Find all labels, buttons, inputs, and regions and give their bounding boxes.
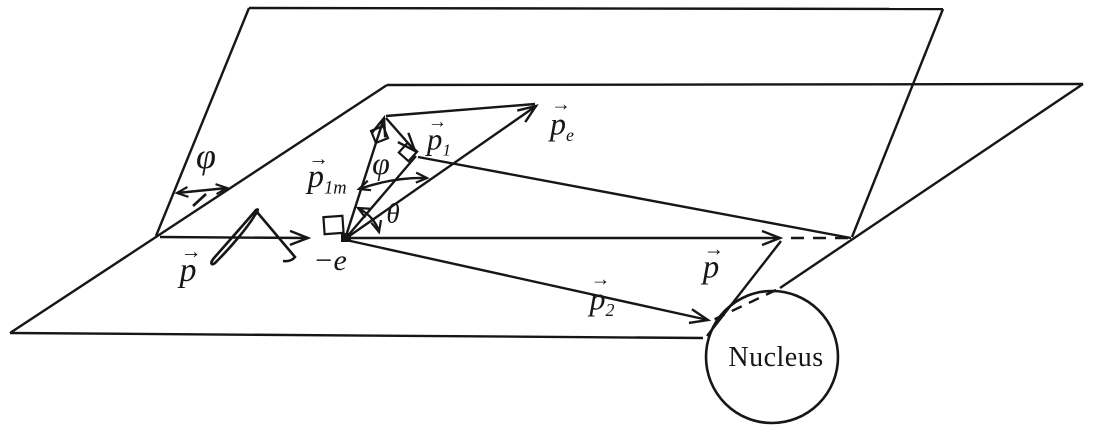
- label-pe: →pe: [550, 93, 574, 145]
- vector-arrow-icon: →: [703, 238, 724, 261]
- p2-vector-arrow: [345, 238, 712, 325]
- vector-arrow-icon: →: [590, 268, 611, 291]
- label-p1: →p1: [426, 111, 452, 160]
- upper-plane-left-edge: [154, 7, 251, 237]
- label-p1m: →p1m: [307, 147, 347, 198]
- label-theta: θ: [386, 198, 400, 229]
- right-angle-mark-p1m-tip: [369, 124, 390, 145]
- upper-plane-right-edge: [850, 8, 945, 238]
- lower-plane-right-edge: [779, 83, 1084, 289]
- phi-scatter-angle-arrow: [356, 171, 430, 192]
- label-p2: →p2: [589, 268, 615, 320]
- p1m-to-pe-line: [385, 102, 536, 118]
- label-p-right: →p: [702, 238, 724, 286]
- label-nucleus: Nucleus: [728, 342, 824, 373]
- vector-arrow-icon: →: [180, 239, 202, 264]
- lower-plane-left-edge: [9, 83, 388, 335]
- upper-plane-top-edge: [248, 6, 944, 11]
- lower-plane-bottom-edge: [9, 331, 704, 340]
- lower-plane-top-edge: [386, 82, 1084, 87]
- phi-left-angle-arrow: [174, 183, 230, 198]
- label-phi-scatter: φ: [372, 145, 390, 181]
- label-phi-left: φ: [196, 136, 216, 176]
- right-angle-mark-base: [322, 214, 345, 236]
- electron-point: [341, 233, 351, 242]
- theta-angle-arrow: [355, 206, 383, 235]
- vector-arrow-icon: →: [551, 93, 571, 116]
- incident-photon-arrow: [159, 229, 312, 246]
- label-p-incident: →p: [179, 239, 202, 290]
- nucleus-circle: [704, 289, 840, 425]
- vector-arrow-icon: →: [427, 111, 447, 133]
- vector-arrow-icon: →: [308, 147, 328, 170]
- label-minus-e: −e: [313, 244, 347, 277]
- p1-tip-extension-line: [417, 155, 852, 240]
- photon-squiggle: [192, 193, 297, 266]
- right-angle-mark-p1-tip: [397, 141, 419, 163]
- nucleus-leader-line: [706, 240, 782, 337]
